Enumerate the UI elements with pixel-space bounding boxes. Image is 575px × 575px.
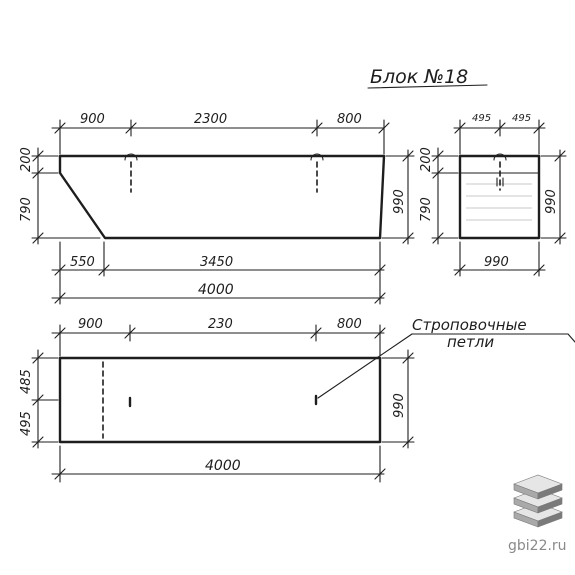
dim-end-495-left: 495: [472, 113, 491, 124]
dim-side-800: 800: [337, 112, 362, 127]
lifting-loop-end-icon: [493, 153, 507, 161]
dim-side-4000: 4000: [198, 282, 234, 298]
dim-end-790: 790: [419, 197, 434, 222]
plan-bottom-dimension: 4000: [51, 445, 386, 483]
dim-end-990-width: 990: [484, 255, 509, 270]
end-view-hatching: [466, 183, 532, 221]
dim-plan-485: 485: [19, 369, 34, 394]
end-top-dimensions: 495 495: [453, 113, 546, 155]
dim-plan-990: 990: [392, 393, 407, 418]
dim-end-990-height: 990: [544, 189, 559, 214]
dim-plan-4000: 4000: [205, 458, 241, 474]
annotation-line-2: петли: [447, 333, 494, 351]
dim-side-550: 550: [70, 255, 95, 270]
stacked-slabs-icon: [513, 474, 563, 528]
end-view-outline: [458, 154, 541, 240]
annotation-leader-line: [317, 333, 413, 399]
side-right-dimension: 990: [381, 149, 415, 245]
end-left-dimensions: 200 790: [419, 147, 459, 245]
dim-plan-900: 900: [78, 317, 103, 332]
side-left-dimensions: 200 790: [19, 147, 101, 245]
end-bottom-dimension: 990: [453, 241, 546, 277]
dim-plan-495: 495: [19, 411, 34, 436]
watermark-text: gbi22.ru: [508, 538, 567, 554]
lifting-loops-annotation: Строповочные петли: [317, 316, 575, 399]
side-view-outline: [58, 154, 386, 240]
dim-side-200: 200: [19, 147, 34, 172]
lifting-loop-right-icon: [310, 153, 324, 161]
end-view: 495 495 200 790 990: [419, 113, 567, 277]
dim-side-3450: 3450: [200, 255, 233, 270]
drawing-title: Блок №18: [370, 66, 468, 88]
side-view: 900 2300 800 200 790 990: [19, 112, 415, 305]
watermark: gbi22.ru: [508, 474, 567, 554]
dim-end-495-right: 495: [512, 113, 531, 124]
plan-view-outline: [58, 356, 382, 444]
plan-left-dimensions: 485 495: [19, 349, 59, 449]
title-underline: [367, 84, 488, 89]
dim-side-990: 990: [392, 189, 407, 214]
dim-end-200: 200: [419, 147, 434, 172]
lifting-loop-left-icon: [124, 153, 138, 161]
side-top-dimensions: 900 2300 800: [51, 112, 390, 155]
plan-view: 900 230 800 485 495 990: [19, 317, 415, 483]
dim-side-2300: 2300: [194, 112, 227, 127]
end-right-dimension: 990: [540, 149, 567, 245]
dim-plan-800: 800: [337, 317, 362, 332]
dim-side-900: 900: [80, 112, 105, 127]
annotation-line-1: Строповочные: [412, 316, 527, 334]
dim-plan-230: 230: [208, 317, 233, 332]
side-bottom-dimensions: 550 3450 4000: [51, 241, 386, 305]
plan-right-dimension: 990: [381, 349, 415, 449]
plan-top-dimensions: 900 230 800: [51, 317, 386, 357]
title-block: Блок №18: [367, 66, 488, 89]
dim-side-790: 790: [19, 197, 34, 222]
